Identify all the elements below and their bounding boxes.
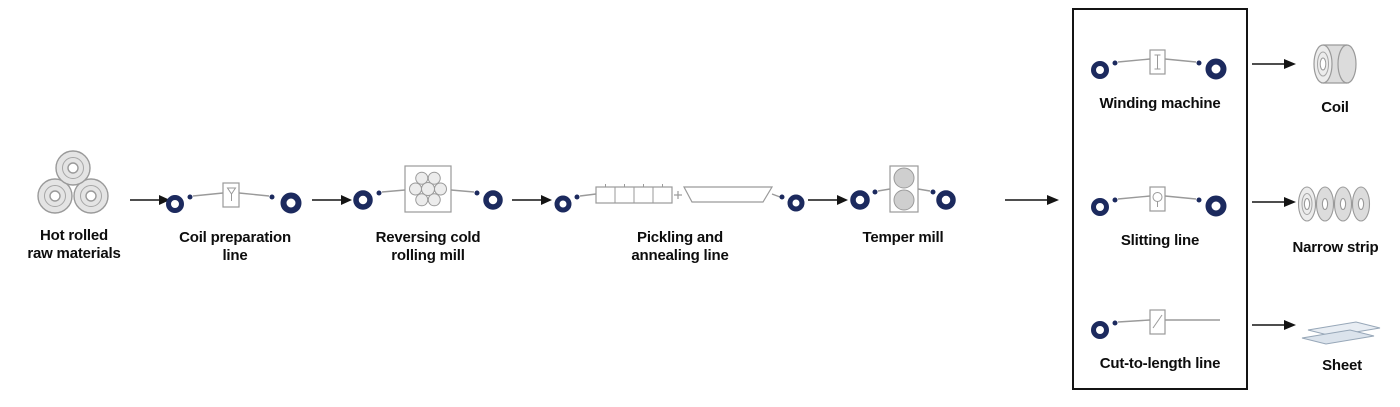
stage-label-coil-preparation: Coil preparation line [179,229,291,264]
coil-discs-icon [1297,186,1371,222]
output-arrow-icon [1252,197,1296,207]
tank-line-icon [554,184,805,213]
stage-pickling-annealing-line: Pickling and annealing line [554,176,806,264]
flow-arrow-icon [130,195,170,205]
sheets-icon [1301,321,1381,345]
flow-arrow-icon [1005,195,1059,205]
slitter-icon [1091,186,1227,217]
stage-coil-preparation-line: Coil preparation line [162,180,308,264]
output-arrow-icon [1252,320,1296,330]
output-label-sheet: Sheet [1322,357,1362,374]
output-label-coil: Coil [1321,99,1349,116]
coil-3d-icon [1313,44,1357,84]
output-narrow-strip: Narrow strip [1288,178,1383,257]
stage-label-temper-mill: Temper mill [862,229,944,246]
stage-reversing-cold-rolling-mill: Reversing cold rolling mill [352,162,504,264]
shear-line-icon [1091,309,1220,339]
stage-temper-mill: Temper mill [850,162,956,247]
stage-label-winding-machine: Winding machine [1099,95,1221,112]
stage-cut-to-length-line: Cut-to-length line [1088,308,1232,373]
stage-label-pickling-annealing: Pickling and annealing line [631,229,729,264]
two-high-mill-icon [850,165,956,213]
stage-slitting-line: Slitting line [1088,185,1232,250]
output-sheet: Sheet [1300,308,1384,375]
stage-winding-machine: Winding machine [1088,48,1232,113]
winder-icon [1091,49,1227,80]
stage-label-slitting-line: Slitting line [1120,232,1200,249]
stacked-coils-icon [37,150,109,214]
stage-hot-rolled-raw-materials: Hot rolled raw materials [18,146,130,262]
cluster-mill-icon [353,165,503,213]
output-arrow-icon [1252,59,1296,69]
output-coil: Coil [1300,38,1370,117]
output-label-narrow-strip: Narrow strip [1292,239,1379,256]
flow-arrow-icon [512,195,552,205]
stage-label-hot-rolled: Hot rolled raw materials [27,227,121,262]
stage-label-cut-to-length: Cut-to-length line [1099,355,1221,372]
stage-label-reversing-mill: Reversing cold rolling mill [375,229,481,264]
flow-arrow-icon [312,195,352,205]
flow-arrow-icon [808,195,848,205]
coil-line-welder-icon [166,182,302,214]
